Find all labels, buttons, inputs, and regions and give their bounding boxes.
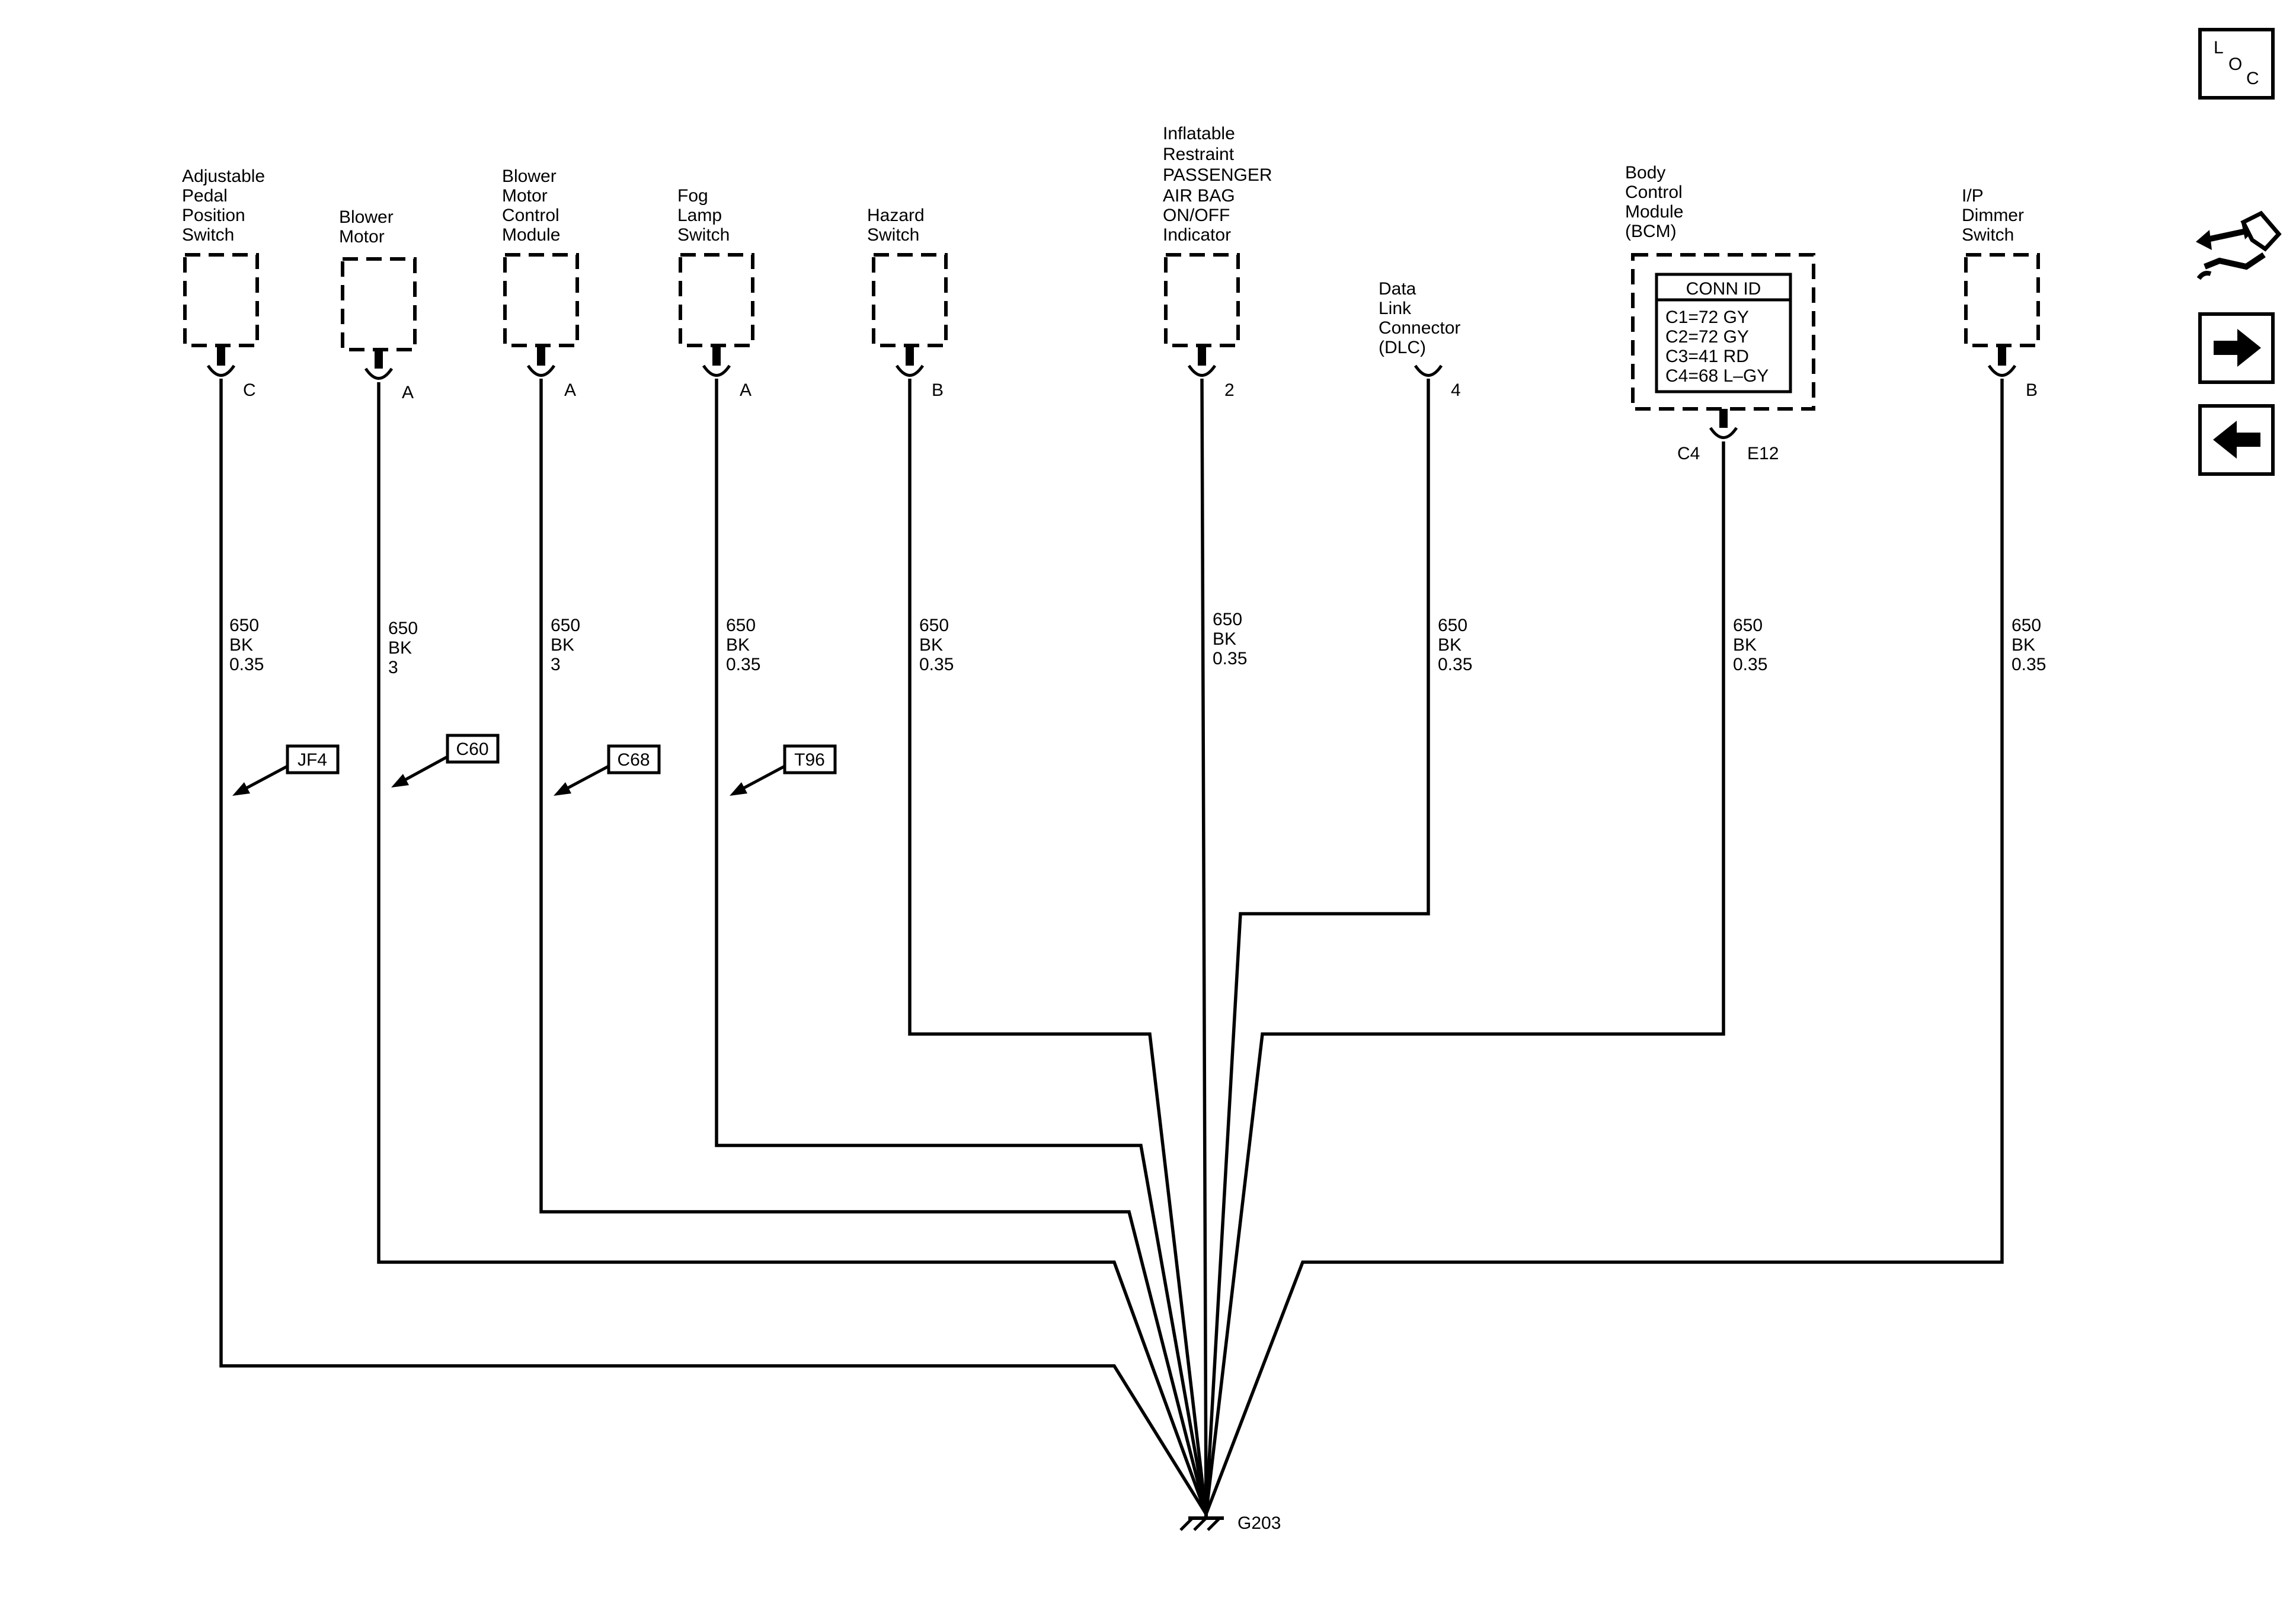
conn-id-row: C2=72 GY <box>1665 327 1749 347</box>
bcm-label: Body Control Module (BCM) <box>1625 163 1689 241</box>
next-page-button[interactable] <box>2198 312 2275 384</box>
option-tag-t96: T96 <box>730 744 837 796</box>
airbag-indicator-box <box>1164 253 1240 347</box>
connector-airbag-indicator <box>1187 345 1217 377</box>
wire-hazard <box>908 379 1208 1515</box>
hazard-box <box>872 253 948 347</box>
circuit-label: 650 BK 0.35 <box>919 616 954 674</box>
ground-label: G203 <box>1237 1513 1281 1533</box>
wire-bcm <box>1204 441 1725 1515</box>
pin-label: A <box>402 383 414 402</box>
connector-hazard <box>895 345 925 377</box>
arrow-right-icon <box>2214 329 2261 367</box>
option-tag-c68: C68 <box>554 744 661 796</box>
loc-letter-l: L <box>2214 38 2224 57</box>
blower-motor-label: Blower Motor <box>339 207 398 247</box>
bcm-conn-id-table: CONN ID C1=72 GY C2=72 GY C3=41 RD C4=68… <box>1655 273 1792 393</box>
pin-label: E12 <box>1747 444 1779 463</box>
fog-lamp-label: Fog Lamp Switch <box>677 186 730 245</box>
adjustable-pedal-label: Adjustable Pedal Position Switch <box>182 167 270 245</box>
component-view-icon[interactable] <box>2196 210 2282 280</box>
pin-label: A <box>564 380 576 400</box>
wire-adjustable-pedal <box>219 379 1208 1515</box>
pin-label: C <box>243 380 256 400</box>
arrow-left-icon <box>2213 421 2260 459</box>
airbag-indicator-label: Inflatable Restraint PASSENGER AIR BAG O… <box>1163 124 1277 245</box>
conn-id-header: CONN ID <box>1686 279 1761 299</box>
ip-dimmer-box <box>1964 253 2040 347</box>
connector-adjustable-pedal <box>206 345 236 377</box>
wire-blower-motor-control <box>539 379 1208 1515</box>
connector-blower-motor <box>364 350 394 380</box>
wire-blower-motor <box>377 382 1208 1515</box>
ip-dimmer-label: I/P Dimmer Switch <box>1962 186 2029 245</box>
pin-label: B <box>932 380 944 400</box>
hazard-label: Hazard Switch <box>867 206 929 245</box>
svg-text:T96: T96 <box>794 750 825 770</box>
pin-label: B <box>2026 380 2038 400</box>
connector-bcm <box>1709 409 1738 439</box>
connector-ip-dimmer <box>1987 345 2017 377</box>
wire-ip-dimmer <box>1204 379 2004 1515</box>
bcm-box <box>1631 253 1815 411</box>
circuit-label: 650 BK 0.35 <box>1438 616 1472 674</box>
connector-label: C4 <box>1677 444 1700 463</box>
loc-letter-c: C <box>2246 69 2259 88</box>
fog-lamp-box <box>679 253 754 347</box>
option-tag-jf4: JF4 <box>232 744 340 796</box>
conn-id-row: C4=68 L–GY <box>1665 366 1769 386</box>
circuit-label: 650 BK 0.35 <box>1733 616 1767 674</box>
dlc-label: Data Link Connector (DLC) <box>1379 279 1466 357</box>
connector-blower-motor-control <box>526 345 556 377</box>
circuit-label: 650 BK 3 <box>388 619 423 677</box>
pin-label: 4 <box>1451 380 1461 400</box>
adjustable-pedal-box <box>183 253 259 347</box>
previous-page-button[interactable] <box>2198 404 2275 476</box>
svg-text:C68: C68 <box>617 750 650 770</box>
blower-motor-control-box <box>503 253 579 347</box>
loc-button[interactable]: L O C <box>2198 28 2275 100</box>
wire-airbag-indicator <box>1200 378 1208 1515</box>
pin-label: 2 <box>1224 380 1235 400</box>
blower-motor-control-label: Blower Motor Control Module <box>502 167 564 245</box>
connector-dlc <box>1414 364 1443 377</box>
wire-fog-lamp <box>715 379 1208 1515</box>
circuit-label: 650 BK 0.35 <box>1213 610 1247 668</box>
loc-letter-o: O <box>2228 55 2242 74</box>
connector-fog-lamp <box>702 345 731 377</box>
pin-label: A <box>740 380 752 400</box>
svg-text:JF4: JF4 <box>298 750 327 770</box>
svg-text:C60: C60 <box>456 740 488 759</box>
blower-motor-box <box>341 257 417 351</box>
circuit-label: 650 BK 3 <box>551 616 585 674</box>
option-tag-c60: C60 <box>391 734 500 788</box>
ground-symbol <box>1179 1514 1224 1531</box>
circuit-label: 650 BK 0.35 <box>229 616 264 674</box>
conn-id-row: C3=41 RD <box>1665 347 1749 366</box>
circuit-label: 650 BK 0.35 <box>726 616 760 674</box>
conn-id-row: C1=72 GY <box>1665 308 1749 327</box>
circuit-label: 650 BK 0.35 <box>2012 616 2046 674</box>
wire-dlc <box>1204 379 1430 1515</box>
